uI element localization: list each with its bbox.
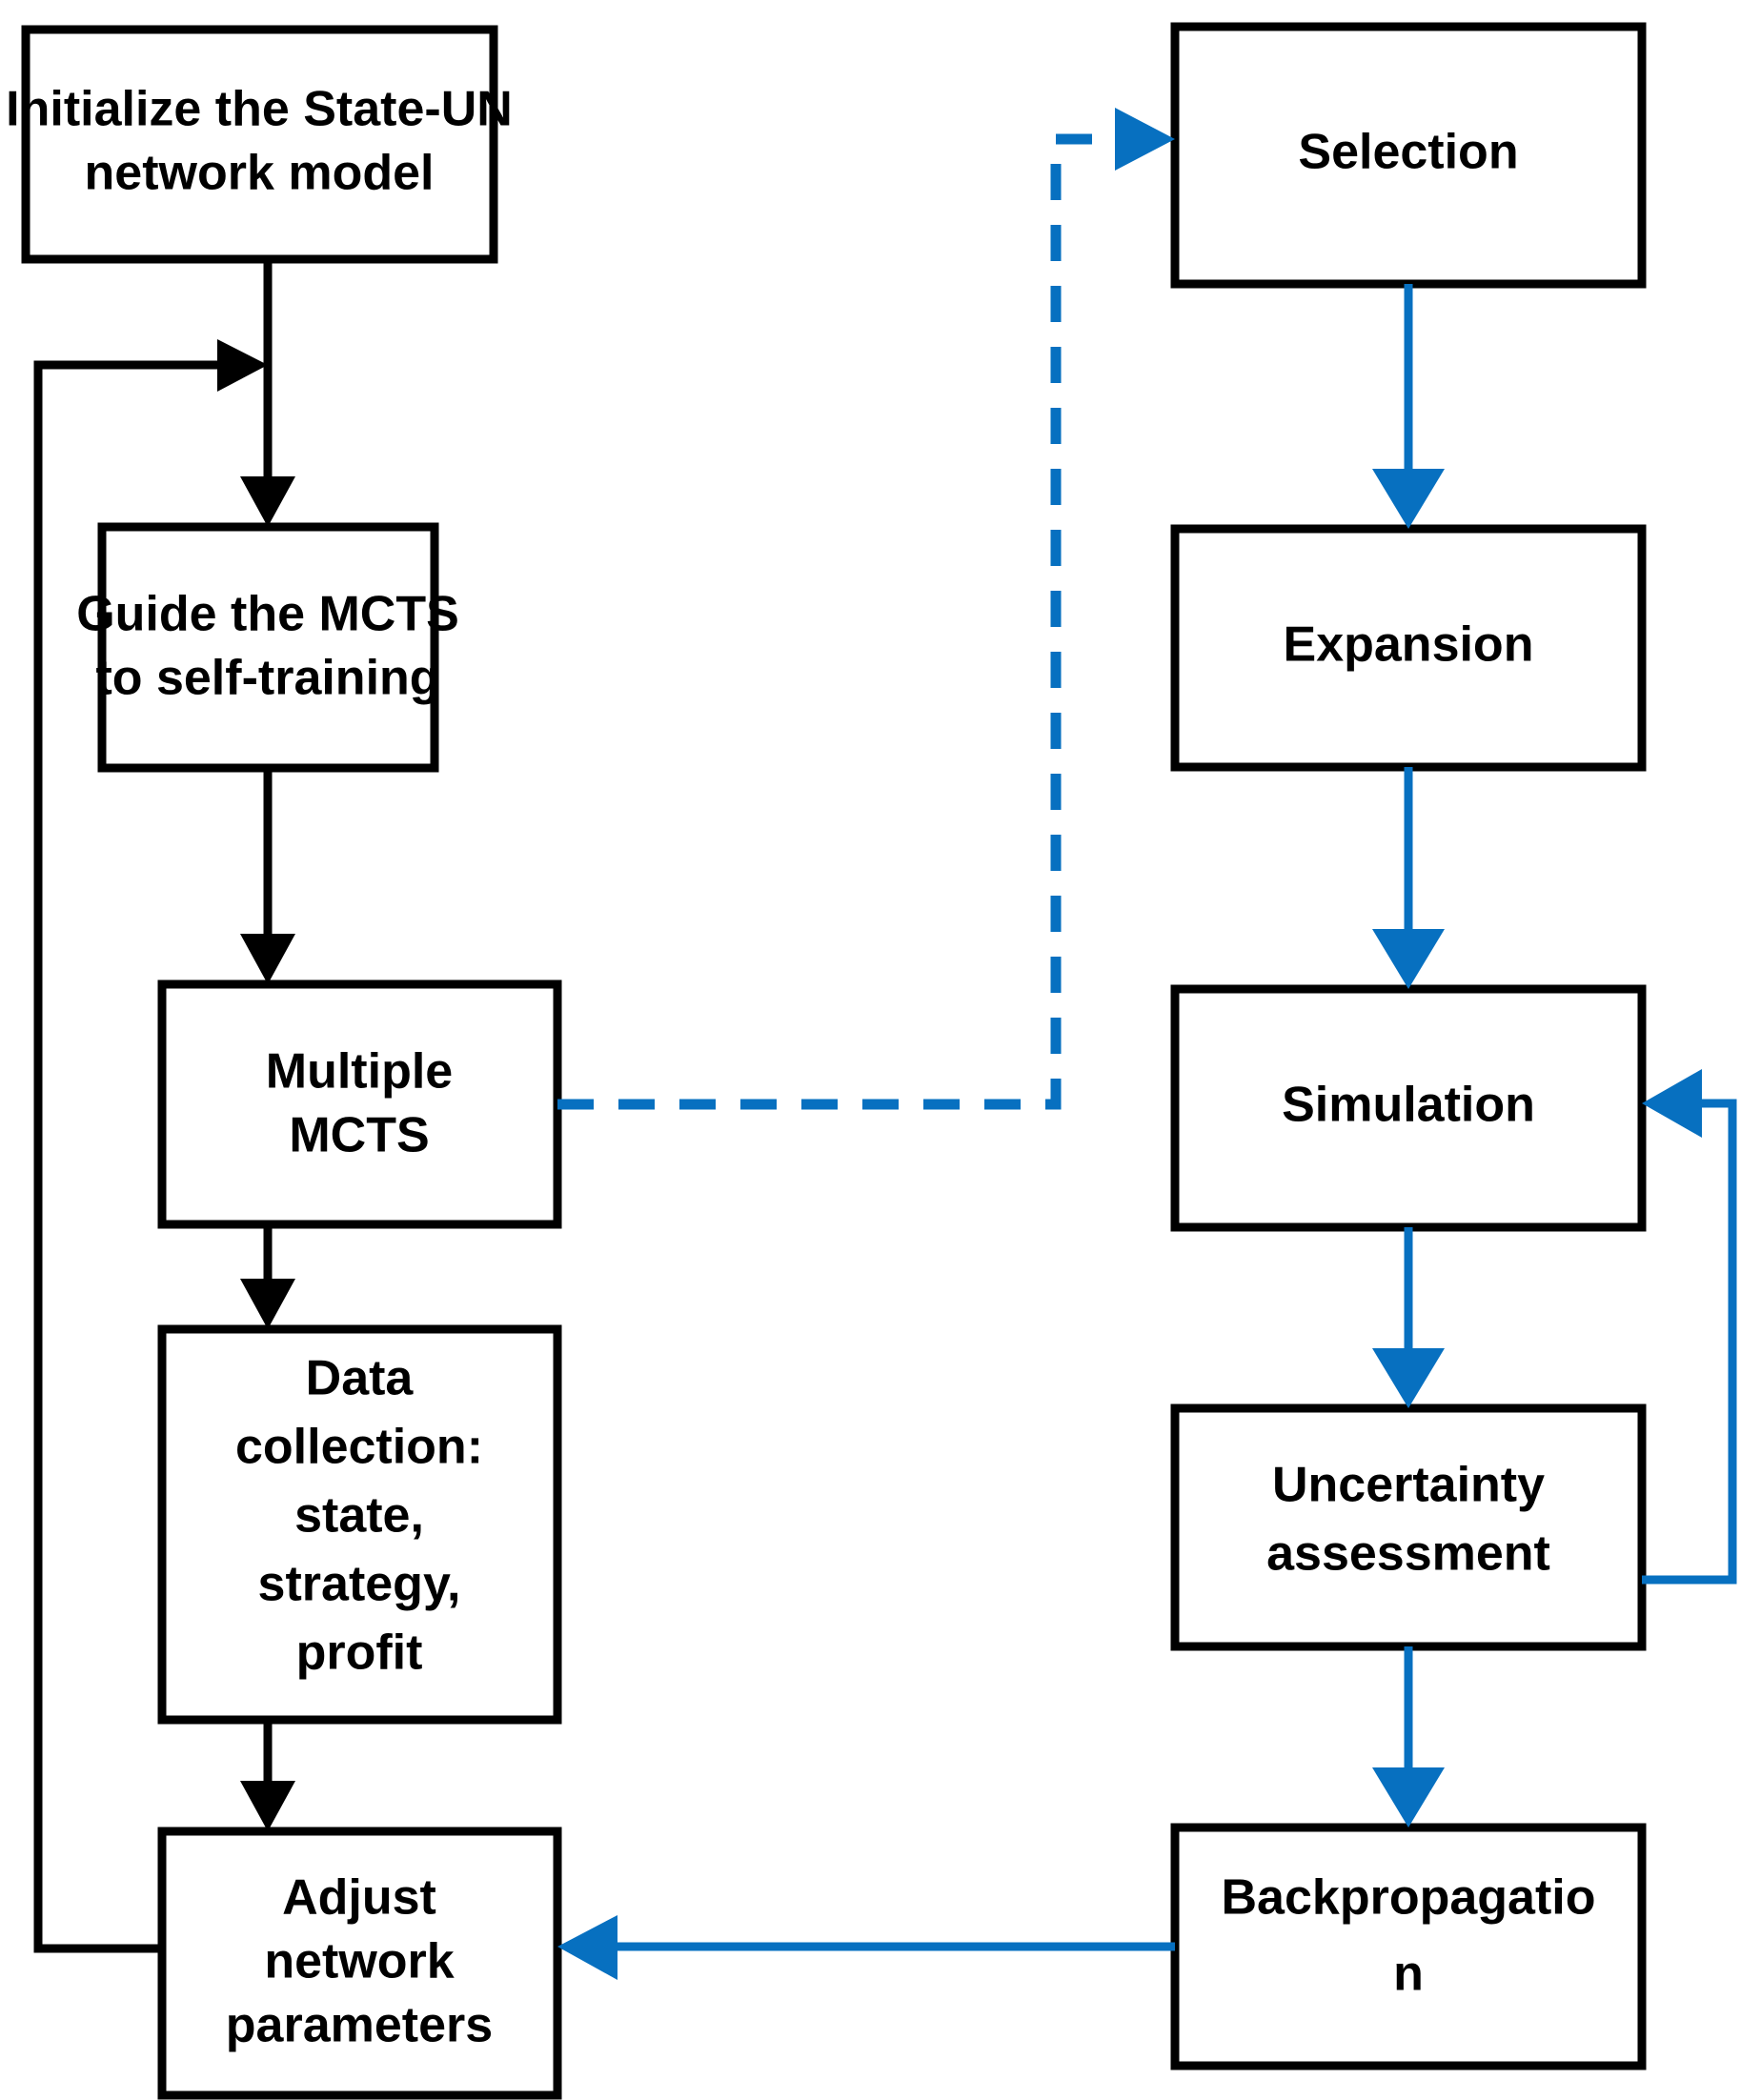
node-data-collection-line-1: Data: [306, 1351, 415, 1406]
node-data-collection[interactable]: Data collection: state, strategy, profit: [157, 1324, 562, 1725]
node-expansion[interactable]: Expansion: [1170, 524, 1647, 772]
connector-selection-to-expansion: [1372, 284, 1445, 529]
node-initialize-box[interactable]: [21, 25, 498, 264]
arrowhead-down-to-guide: [240, 476, 295, 527]
node-uncertainty-assessment-line-1: Uncertainty: [1272, 1458, 1545, 1513]
connector-guide-to-multiple: [240, 768, 295, 984]
node-selection-label: Selection: [1298, 125, 1518, 180]
arrowhead-down-to-adjust: [240, 1781, 295, 1831]
arrowhead-down-to-uncertainty: [1372, 1348, 1445, 1408]
connector-data-to-adjust: [240, 1720, 295, 1831]
node-data-collection-box[interactable]: [157, 1324, 562, 1725]
connector-backpropagation-to-adjust: [557, 1915, 1175, 1980]
node-initialize[interactable]: Initialize the State-UN network model: [6, 25, 513, 264]
connector-multiple-to-selection-dashed: [557, 108, 1175, 1110]
node-initialize-line-2: network model: [85, 146, 435, 201]
node-adjust-network-line-3: parameters: [226, 1998, 493, 2053]
node-simulation-label: Simulation: [1282, 1078, 1535, 1133]
node-simulation[interactable]: Simulation: [1170, 984, 1647, 1232]
node-data-collection-line-3: state,: [294, 1488, 424, 1544]
node-adjust-network[interactable]: Adjust network parameters: [157, 1827, 562, 2100]
node-uncertainty-assessment-line-2: assessment: [1266, 1526, 1550, 1582]
node-uncertainty-assessment-box[interactable]: [1170, 1403, 1647, 1651]
connector-uncertainty-to-backpropagation: [1372, 1646, 1445, 1827]
connector-adjust-to-guide-feedback: [33, 339, 268, 1953]
node-adjust-network-line-2: network: [264, 1934, 454, 1989]
node-uncertainty-assessment[interactable]: Uncertainty assessment: [1170, 1403, 1647, 1651]
node-data-collection-line-2: collection:: [235, 1420, 483, 1475]
node-data-collection-line-4: strategy,: [258, 1557, 461, 1612]
connector-initialize-to-guide: [240, 259, 295, 527]
arrowhead-down-to-expansion: [1372, 469, 1445, 529]
node-data-collection-line-5: profit: [296, 1625, 423, 1681]
connector-expansion-to-simulation: [1372, 767, 1445, 989]
arrowhead-down-to-multiple: [240, 934, 295, 984]
node-initialize-line-1: Initialize the State-UN: [6, 82, 513, 137]
node-selection[interactable]: Selection: [1170, 22, 1647, 289]
node-multiple-mcts[interactable]: Multiple MCTS: [157, 979, 562, 1229]
node-guide-mcts-line-2: to self-training: [95, 651, 439, 706]
arrowhead-left-into-adjust: [557, 1915, 617, 1980]
node-guide-mcts[interactable]: Guide the MCTS to self-training: [76, 522, 459, 773]
arrowhead-right-into-guide-feedback: [217, 339, 268, 392]
node-backpropagation[interactable]: Backpropagatio n: [1170, 1823, 1647, 2070]
node-backpropagation-line-2: n: [1393, 1947, 1424, 2002]
connector-simulation-to-uncertainty: [1372, 1227, 1445, 1408]
node-expansion-label: Expansion: [1284, 617, 1534, 673]
node-multiple-mcts-box[interactable]: [157, 979, 562, 1229]
arrowhead-right-into-selection: [1115, 108, 1175, 171]
node-backpropagation-box[interactable]: [1170, 1823, 1647, 2070]
node-adjust-network-box[interactable]: [157, 1827, 562, 2100]
node-guide-mcts-line-1: Guide the MCTS: [76, 587, 459, 642]
connector-uncertainty-to-simulation-feedback: [1642, 1069, 1737, 1585]
node-backpropagation-line-1: Backpropagatio: [1222, 1870, 1596, 1926]
connector-multiple-to-data: [240, 1224, 295, 1329]
node-guide-mcts-box[interactable]: [97, 522, 439, 773]
node-expansion-box[interactable]: [1170, 524, 1647, 772]
node-multiple-mcts-line-1: Multiple: [266, 1044, 453, 1100]
arrowhead-down-to-backpropagation: [1372, 1767, 1445, 1827]
node-adjust-network-line-1: Adjust: [282, 1870, 436, 1926]
arrowhead-left-into-simulation: [1642, 1069, 1702, 1138]
arrowhead-down-to-simulation: [1372, 929, 1445, 989]
node-multiple-mcts-line-2: MCTS: [289, 1108, 429, 1163]
arrowhead-down-to-data: [240, 1279, 295, 1329]
